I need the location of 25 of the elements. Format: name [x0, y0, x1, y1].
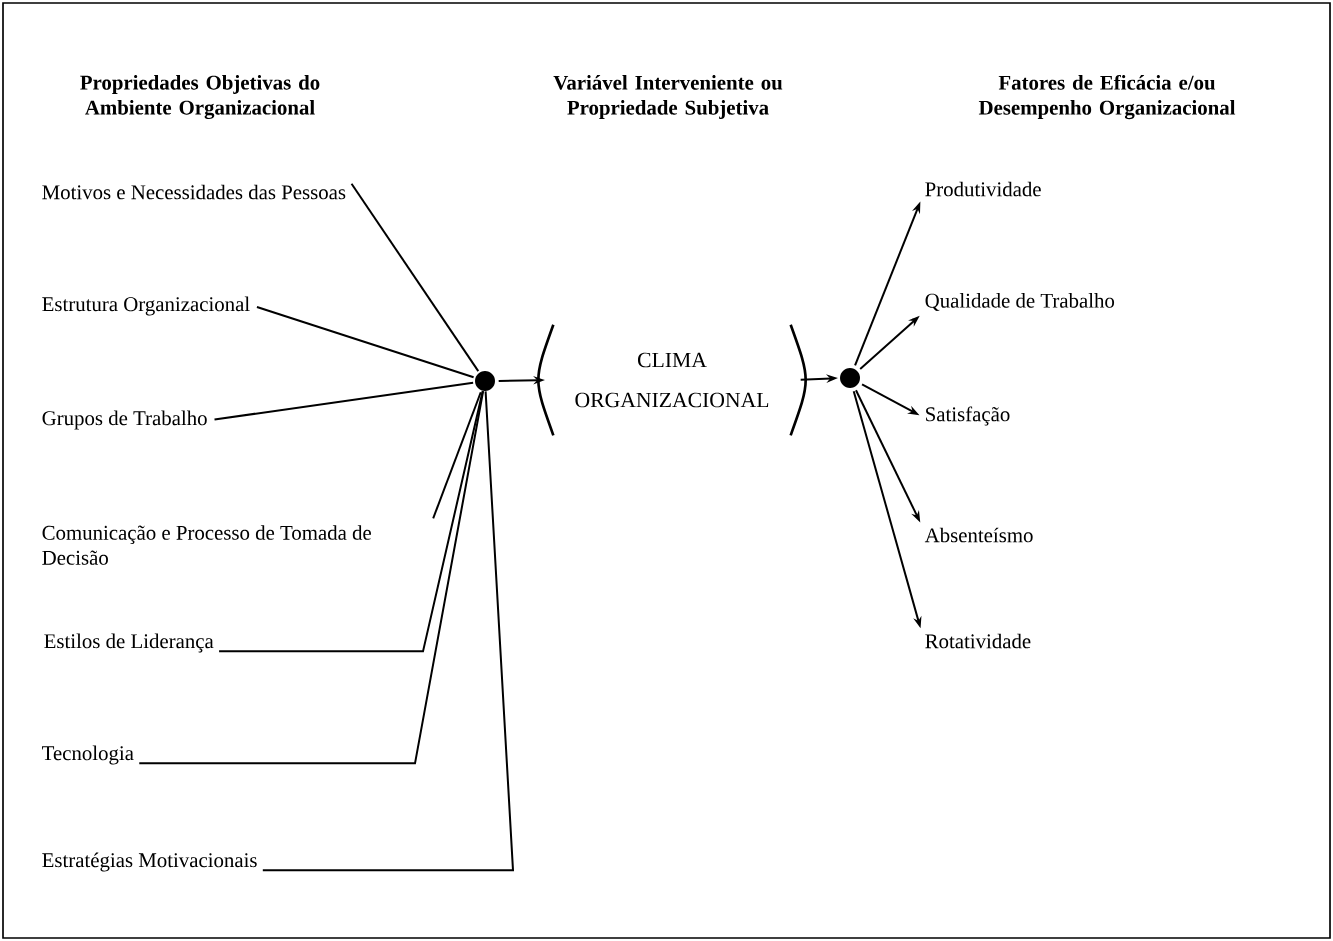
effect-label: Qualidade de Trabalho	[925, 293, 1115, 311]
connector-line	[138, 390, 485, 765]
cause-label: Tecnologia	[42, 745, 134, 765]
cause-label: Comunicação e Processo de Tomada de Decisão	[42, 525, 371, 565]
cause-label: Motivos e Necessidades das Pessoas	[42, 184, 346, 200]
cause-label: Estratégias Motivacionais	[42, 852, 257, 872]
column-heading: Fatores de Eficácia e/ou Desempenho Organizacional	[978, 74, 1236, 120]
connector-line	[350, 182, 480, 373]
cause-label: Estrutura Organizacional	[42, 296, 250, 316]
junction-dot	[840, 368, 860, 388]
effect-label: Produtividade	[925, 181, 1041, 197]
connector-line	[255, 306, 475, 379]
column-heading: Propriedades Objetivas do Ambiente Organizacional	[80, 75, 320, 120]
climate-parentheses: CLIMA ORGANIZACIONAL	[537, 324, 807, 436]
effect-label: Satisfação	[926, 406, 1010, 426]
connector-line	[432, 391, 482, 520]
column-heading: Variável Interveniente ou Propriedade Subjetiva	[553, 75, 783, 119]
cause-label: Grupos de Trabalho	[42, 410, 207, 430]
effect-label: Absenteísmo	[924, 527, 1033, 543]
connector-line	[261, 390, 515, 872]
connector-line	[213, 381, 475, 421]
junction-dot	[475, 371, 495, 391]
connector-line	[218, 390, 484, 653]
effect-label: Rotatividade	[925, 633, 1031, 649]
cause-label: Estilos de Liderança	[44, 633, 214, 653]
